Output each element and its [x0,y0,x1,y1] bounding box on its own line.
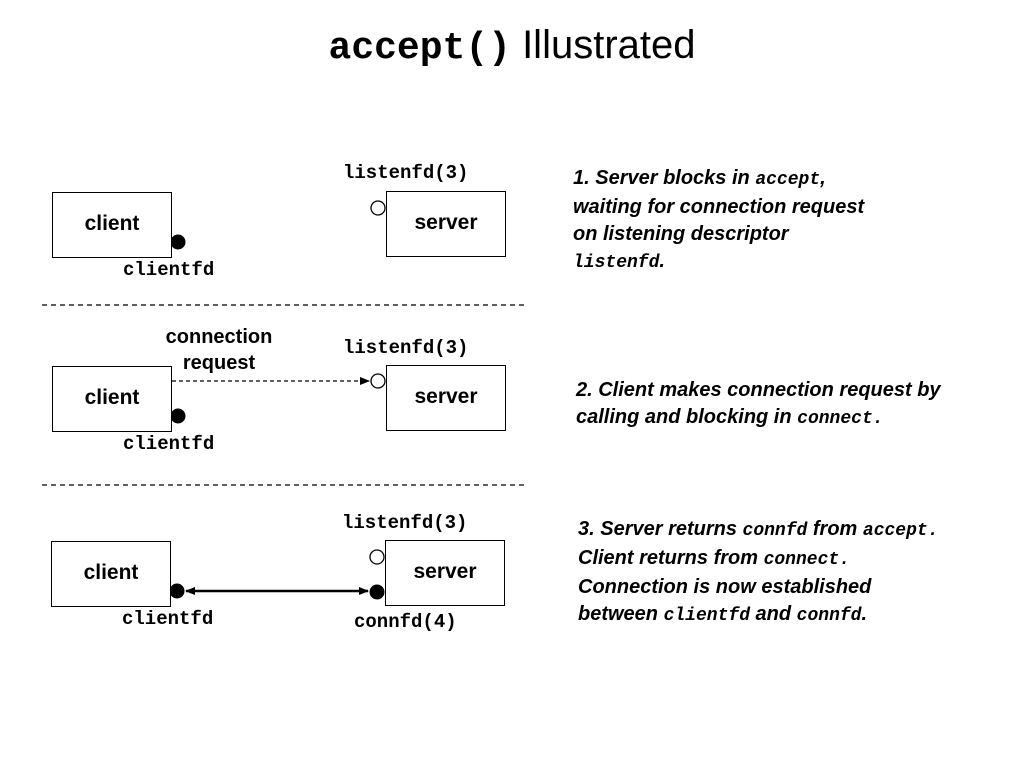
caption-text: Connection is now established [578,576,872,598]
caption-text: from [807,518,863,540]
step2-clientfd-dot [170,408,186,424]
step3-listenfd-circle [369,549,385,565]
caption-code: connfd [742,521,808,541]
caption-text: 2. Client makes connection request by [576,379,941,401]
caption-text: 1. Server blocks in [573,167,756,189]
step3-clientfd-dot [169,583,185,599]
step1-server-box: server [386,191,506,257]
request-label-line2: request [182,352,256,374]
step3-clientfd-label: clientfd [122,608,214,630]
title-text: Illustrated [510,23,696,67]
caption-text: on listening descriptor [573,223,789,245]
caption-code: clientfd [663,606,750,626]
caption-code: . [872,409,884,429]
step1-client-box: client [52,192,172,258]
caption-text: . [659,250,665,272]
caption-text: Client returns from [578,547,764,569]
step1-listenfd-label: listenfd(3) [343,162,469,184]
caption-code: . [927,521,939,541]
step2-listenfd-label: listenfd(3) [343,337,469,359]
step3-caption: 3. Server returns connfd from accept. Cl… [578,516,1018,630]
step3-client-box: client [51,541,171,607]
caption-text: , [820,167,826,189]
step2-request-label: connection request [158,324,280,376]
step2-client-label: client [84,386,140,409]
step1-client-label: client [84,212,140,235]
caption-code: . [839,550,851,570]
caption-code: accept [755,170,821,190]
step3-client-label: client [83,561,139,584]
step2-caption: 2. Client makes connection request by ca… [576,377,1016,433]
step2-clientfd-label: clientfd [123,433,215,455]
page-title: accept() Illustrated [0,16,1024,77]
step2-listenfd-circle [370,373,386,389]
step1-server-label: server [414,211,478,234]
caption-code: connfd [796,606,862,626]
step1-caption: 1. Server blocks in accept, waiting for … [573,165,1013,277]
step3-listenfd-label: listenfd(3) [342,512,468,534]
request-label-line1: connection [165,326,273,348]
caption-text: calling and blocking in [576,406,798,428]
step3-server-label: server [413,560,477,583]
step3-server-box: server [385,540,505,606]
step2-client-box: client [52,366,172,432]
caption-text: . [861,603,868,625]
step3-connfd-label: connfd(4) [354,611,457,633]
caption-text: waiting for connection request [573,196,865,218]
step2-server-box: server [386,365,506,431]
caption-code: accept [862,521,928,541]
title-code: accept() [328,27,511,70]
step2-server-label: server [414,385,478,408]
step1-listenfd-circle [370,200,386,216]
caption-text: 3. Server returns [578,518,743,540]
caption-code: listenfd [573,253,660,273]
step1-clientfd-dot [170,234,186,250]
step1-clientfd-label: clientfd [123,259,215,281]
caption-code: connect [763,550,840,570]
caption-code: connect [797,409,873,429]
step3-connfd-dot [369,584,385,600]
caption-text: between [578,603,664,625]
caption-text: and [750,603,797,625]
